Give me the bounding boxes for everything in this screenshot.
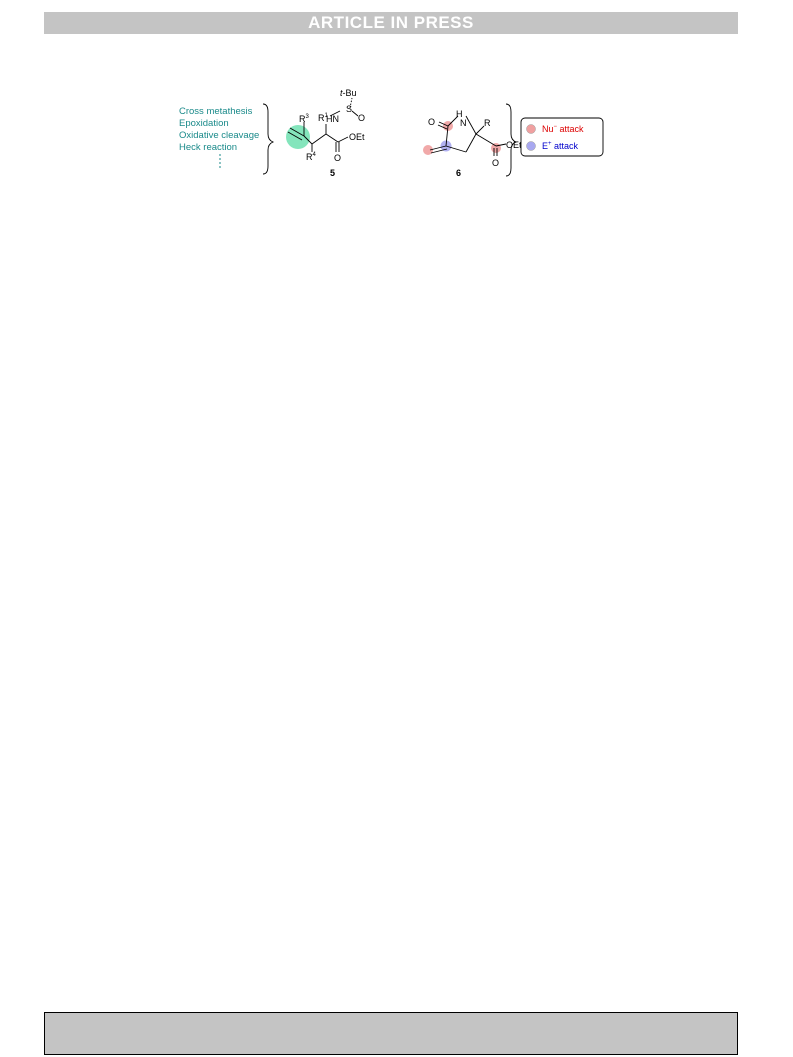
article-in-press-banner: ARTICLE IN PRESS — [44, 12, 738, 34]
footer-placeholder-box — [44, 1012, 738, 1055]
svg-text:R: R — [484, 118, 491, 128]
left-brace — [262, 103, 275, 175]
reaction-cross-metathesis: Cross metathesis — [179, 106, 253, 117]
svg-text:OEt: OEt — [506, 140, 522, 150]
compound-5-structure — [286, 97, 359, 152]
svg-text:O: O — [492, 158, 499, 168]
e-attack-marker — [526, 141, 536, 151]
compound-6-label: 6 — [456, 168, 461, 178]
svg-text:R4: R4 — [306, 152, 317, 162]
e-attack-label: E+ attack — [542, 141, 579, 151]
compound-6-labels: O H N R O OEt 6 — [428, 109, 522, 178]
alkene-highlight — [286, 125, 310, 149]
svg-text:O: O — [334, 153, 341, 163]
compound-5-label: 5 — [330, 168, 335, 178]
svg-text:R3: R3 — [299, 114, 310, 124]
reaction-list: Cross metathesis Epoxidation Oxidative c… — [179, 106, 259, 153]
svg-text:O: O — [358, 113, 365, 123]
right-brace — [505, 103, 518, 177]
nu-attack-label: Nu− attack — [542, 124, 584, 134]
svg-text:OEt: OEt — [349, 132, 365, 142]
reaction-oxidative-cleavage: Oxidative cleavage — [179, 130, 259, 141]
svg-text:N: N — [460, 118, 467, 128]
compound-5-labels: t-Bu S O HN R1 R3 R4 O OEt 5 — [299, 88, 365, 178]
svg-text:O: O — [428, 117, 435, 127]
nu-attack-marker — [526, 124, 536, 134]
svg-text:R1: R1 — [318, 113, 329, 123]
attack-legend: Nu− attack E+ attack — [520, 117, 604, 157]
svg-text:S: S — [346, 104, 352, 114]
svg-text:t-Bu: t-Bu — [340, 88, 357, 98]
reaction-scheme: Cross metathesis Epoxidation Oxidative c… — [179, 88, 604, 178]
reaction-epoxidation: Epoxidation — [179, 118, 229, 129]
svg-text:HN: HN — [326, 114, 339, 124]
svg-text:H: H — [456, 109, 463, 119]
compound-6-structure — [423, 115, 507, 156]
banner-text: ARTICLE IN PRESS — [308, 13, 474, 32]
reaction-heck: Heck reaction — [179, 142, 237, 153]
